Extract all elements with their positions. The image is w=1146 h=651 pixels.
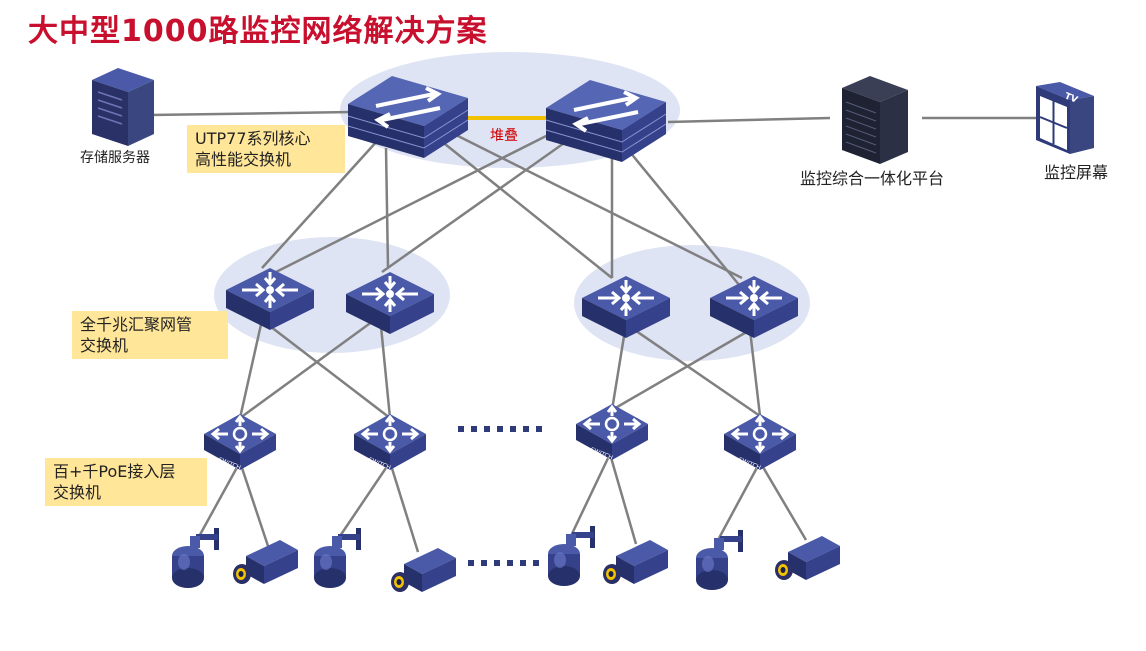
- dome-camera-icon-2: [314, 528, 361, 588]
- access-switch-callout: 百+千PoE接入层 交换机: [45, 458, 207, 506]
- box-camera-icon-1: [233, 540, 298, 584]
- access-switch-icon-4: [722, 412, 798, 474]
- storage-server-icon: [92, 68, 154, 146]
- box-camera-icon-4: [775, 536, 840, 580]
- access-callout-line2: 交换机: [53, 483, 102, 502]
- core-callout-line1: UTP77系列核心: [195, 129, 311, 148]
- network-links: [149, 110, 1036, 553]
- monitor-screen-icon: TV: [1036, 82, 1094, 154]
- access-callout-line1: 百+千PoE接入层: [53, 462, 176, 481]
- box-camera-icon-2: [391, 548, 456, 592]
- tv-text: TV: [1063, 92, 1079, 106]
- monitoring-platform-icon: [842, 76, 908, 164]
- dome-camera-icon-3: [548, 526, 595, 586]
- screen-label: 监控屏幕: [1044, 163, 1109, 182]
- more-cameras-ellipsis: [468, 560, 539, 566]
- core-callout-line2: 高性能交换机: [195, 150, 292, 169]
- dome-camera-icon-1: [172, 528, 219, 588]
- page-title: 大中型1000路监控网络解决方案: [28, 14, 488, 49]
- access-switch-icon-3: [574, 402, 650, 464]
- platform-label: 监控综合一体化平台: [800, 169, 945, 188]
- dome-camera-icon-4: [696, 530, 743, 590]
- more-switches-ellipsis: [458, 426, 542, 432]
- aggregation-switch-callout: 全千兆汇聚网管 交换机: [72, 311, 228, 359]
- access-switch-icon-1: [202, 412, 278, 474]
- storage-server-label: 存储服务器: [80, 150, 150, 166]
- access-switch-icon-2: [352, 412, 428, 474]
- box-camera-icon-3: [603, 540, 668, 584]
- agg-callout-line2: 交换机: [80, 336, 129, 355]
- stacking-label: 堆叠: [490, 128, 518, 144]
- core-switch-callout: UTP77系列核心 高性能交换机: [187, 125, 345, 173]
- agg-callout-line1: 全千兆汇聚网管: [80, 315, 193, 334]
